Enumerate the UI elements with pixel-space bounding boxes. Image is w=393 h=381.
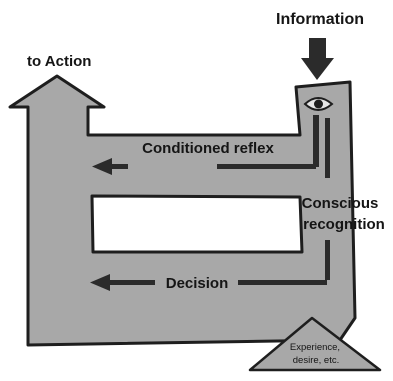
reflex-vertical-bar [313, 115, 319, 167]
decision-label: Decision [166, 275, 229, 292]
conscious-label: Conscious [302, 195, 379, 212]
experience-label-line1: Experience, [290, 342, 340, 353]
arrow-down-icon [301, 38, 334, 80]
to-action-label: to Action [27, 53, 91, 70]
eye-icon [303, 97, 334, 111]
conscious-vertical-bar-lower [325, 240, 330, 280]
information-label: Information [276, 11, 364, 28]
experience-triangle [248, 316, 382, 372]
experience-label-line2: desire, etc. [293, 355, 339, 366]
recognition-label: recognition [303, 216, 385, 233]
conditioned-reflex-arrow [92, 158, 316, 175]
conscious-vertical-bar-upper [325, 118, 330, 178]
inner-loop-gap [90, 194, 304, 254]
decision-arrow [90, 274, 327, 291]
conditioned-reflex-label: Conditioned reflex [142, 140, 274, 157]
